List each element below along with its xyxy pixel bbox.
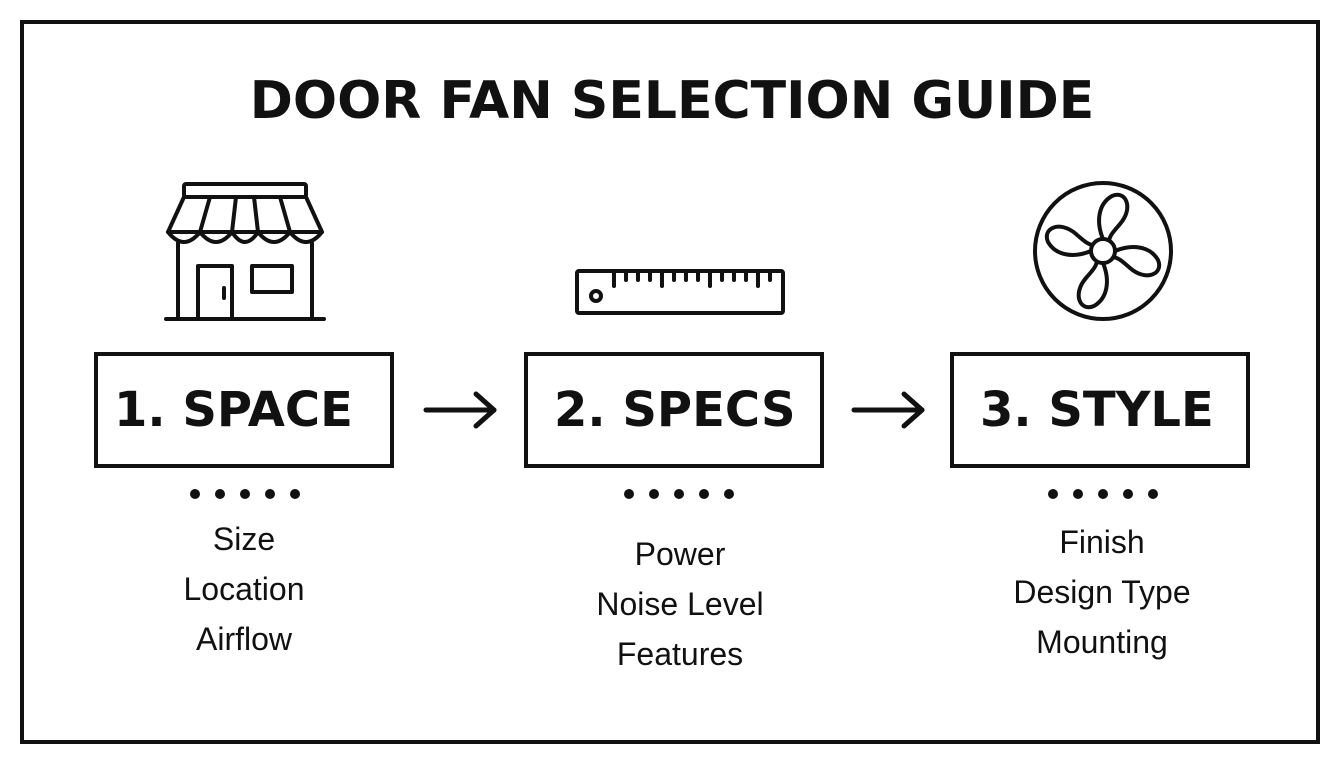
step-box-style: 3. STYLE <box>950 352 1250 468</box>
step-box-space: 1. SPACE <box>94 352 394 468</box>
detail-item: Features <box>616 636 744 672</box>
step-details-space: Size Location Airflow <box>94 514 394 664</box>
step-details-style: Finish Design Type Mounting <box>952 517 1252 667</box>
step-label: 2. SPECS <box>554 382 796 438</box>
detail-item: Power <box>634 536 726 572</box>
detail-item: Noise Level <box>596 586 764 622</box>
detail-item: Design Type <box>1013 574 1191 610</box>
step-label: 3. STYLE <box>980 382 1214 438</box>
detail-item: Mounting <box>1036 624 1168 660</box>
detail-item: Size <box>212 521 276 557</box>
arrow-right-icon <box>851 391 925 429</box>
step-label: 1. SPACE <box>114 382 353 438</box>
step-details-specs: Power Noise Level Features <box>530 529 830 679</box>
dots-icon <box>190 489 300 499</box>
step-box-specs: 2. SPECS <box>524 352 824 468</box>
detail-item: Location <box>183 571 305 607</box>
ruler-icon <box>575 269 785 315</box>
fan-icon <box>1033 181 1173 321</box>
storefront-icon <box>164 182 326 321</box>
detail-item: Finish <box>1059 524 1145 560</box>
detail-item: Airflow <box>195 621 292 657</box>
arrow-right-icon <box>423 391 497 429</box>
page-title: DOOR FAN SELECTION GUIDE <box>249 71 1095 131</box>
dots-icon <box>1048 489 1158 499</box>
dots-icon <box>624 489 734 499</box>
